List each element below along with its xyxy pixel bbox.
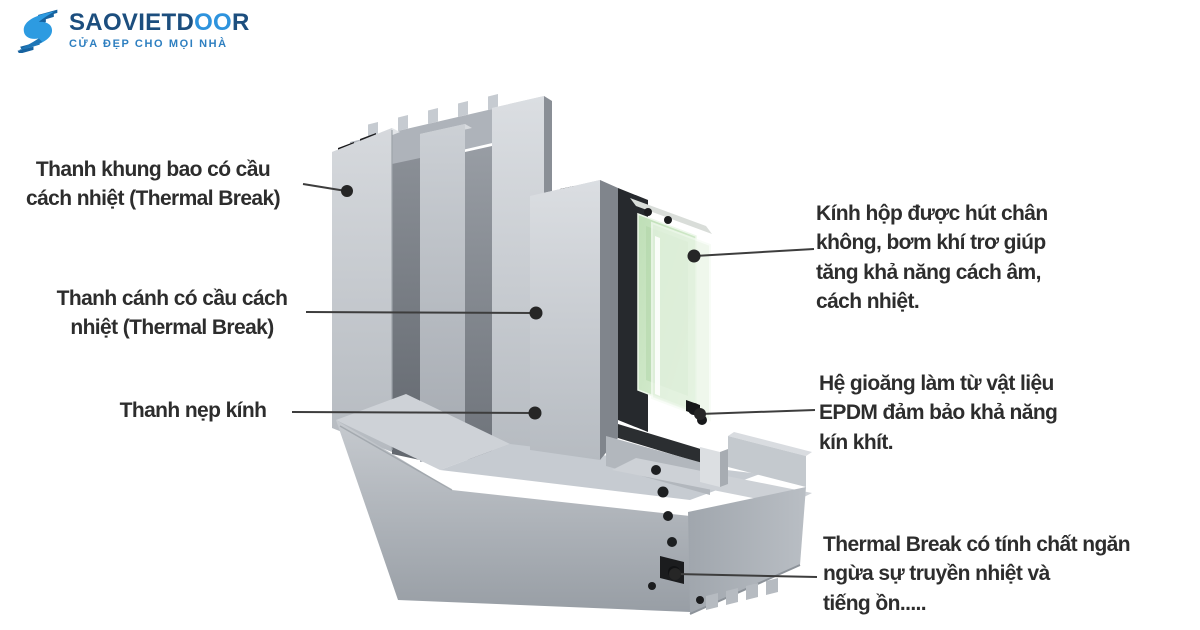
sash-profile xyxy=(530,180,648,460)
brand-name: SAOVIETDOOR xyxy=(69,10,250,35)
s-ribbon-icon xyxy=(17,9,58,53)
bottom-rail xyxy=(336,420,690,612)
frame-jamb-profiles xyxy=(332,96,552,462)
callout-dot xyxy=(528,406,542,420)
leader-thermal-break xyxy=(675,573,818,578)
callout-thermal-break: Thermal Break có tính chất ngăn ngừa sự … xyxy=(823,533,1131,615)
callout-insulated-glass: Kính hộp được hút chân không, bơm khí tr… xyxy=(816,202,1048,314)
callout-dot xyxy=(669,568,681,580)
brand-wordmark: SAOVIETDOOR CỬA ĐẸP CHO MỌI NHÀ xyxy=(69,10,250,50)
glass-pane-outer xyxy=(651,221,711,422)
sash-front-face xyxy=(530,180,600,460)
leader-glass xyxy=(694,248,815,257)
callout-epdm-gasket: Hệ gioăng làm từ vật liệu EPDM đảm bảo k… xyxy=(819,372,1058,454)
callout-dots xyxy=(341,185,706,580)
brand-name-oo: OO xyxy=(194,8,233,36)
callout-glazing-bead: Thanh nẹp kính xyxy=(119,399,267,422)
brand-name-right: R xyxy=(232,8,250,36)
callout-dot xyxy=(529,306,543,320)
leader-glazing-bead xyxy=(291,411,534,414)
threshold-cut-face xyxy=(688,487,806,614)
leader-lines xyxy=(291,183,818,578)
leader-sash-bar xyxy=(305,311,535,314)
bottom-rail-front-face xyxy=(336,420,690,612)
threshold-cutaway xyxy=(612,432,812,615)
frame-main-face xyxy=(332,128,392,452)
brand-logo: SAOVIETDOOR CỬA ĐẸP CHO MỌI NHÀ xyxy=(14,7,250,53)
sash-side-face xyxy=(600,180,618,460)
brand-name-left: SAOVIETD xyxy=(69,8,195,36)
callout-sash-bar: Thanh cánh có cầu cách nhiệt (Thermal Br… xyxy=(56,287,288,340)
callout-dot xyxy=(694,408,706,420)
callout-frame-bar: Thanh khung bao có cầu cách nhiệt (Therm… xyxy=(26,158,281,211)
leader-frame-bar xyxy=(302,183,347,192)
leader-gasket xyxy=(699,409,816,415)
callout-dot xyxy=(341,185,353,197)
brand-tagline: CỬA ĐẸP CHO MỌI NHÀ xyxy=(69,38,228,51)
callout-dot xyxy=(687,249,701,263)
